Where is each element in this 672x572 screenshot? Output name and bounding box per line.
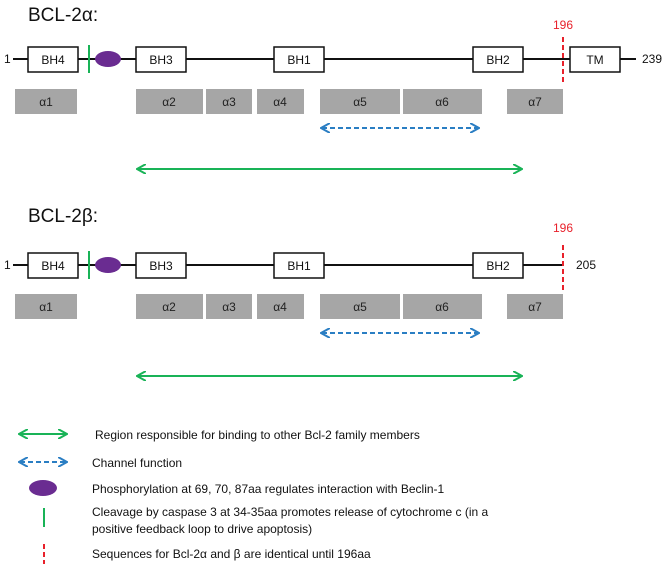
- beta-helix-1-label: α1: [39, 300, 53, 314]
- beta-domain-bh3: [135, 252, 187, 279]
- alpha-helix-2-label: α2: [162, 95, 176, 109]
- beta-domain-bh2: [472, 252, 524, 279]
- alpha-domain-bh3-label: BH3: [149, 53, 173, 67]
- beta-helix-4-label: α4: [273, 300, 287, 314]
- beta-domain-bh1-label: BH1: [287, 259, 311, 273]
- beta-end-label: 205: [576, 258, 596, 272]
- beta-helix-3-label: α3: [222, 300, 236, 314]
- legend-cleavage-text-1: Cleavage by caspase 3 at 34-35aa promote…: [92, 505, 489, 519]
- beta-helix-4: [257, 294, 304, 319]
- alpha-196-label: 196: [553, 18, 573, 32]
- legend-binding-text: Region responsible for binding to other …: [95, 428, 420, 442]
- beta-helix-6: [403, 294, 482, 319]
- alpha-helix-6: [403, 89, 482, 114]
- alpha-helix-5-label: α5: [353, 95, 367, 109]
- beta-helix-1: [15, 294, 77, 319]
- beta-domain-bh4-label: BH4: [41, 259, 65, 273]
- beta-helix-2-label: α2: [162, 300, 176, 314]
- beta-helix-6-label: α6: [435, 300, 449, 314]
- alpha-helix-4: [257, 89, 304, 114]
- beta-helix-2: [136, 294, 203, 319]
- legend-phospho-symbol: [29, 480, 57, 496]
- alpha-start-label: 1: [4, 52, 11, 66]
- beta-helix-5: [320, 294, 400, 319]
- legend-channel-text: Channel function: [92, 456, 182, 470]
- alpha-helix-4-label: α4: [273, 95, 287, 109]
- protein-beta: BCL-2β: 1 205 BH4 BH3 BH1 BH2 196 α1 α2 …: [4, 206, 596, 376]
- alpha-helix-3: [206, 89, 252, 114]
- protein-alpha: BCL-2α: 1 239 BH4 BH3 BH1 BH2 TM 196 α1 …: [4, 5, 662, 169]
- beta-domain-bh1: [273, 252, 325, 279]
- alpha-helix-1: [15, 89, 77, 114]
- alpha-helix-1-label: α1: [39, 95, 53, 109]
- alpha-domain-tm-label: TM: [586, 53, 603, 67]
- alpha-end-label: 239: [642, 52, 662, 66]
- beta-helix-3: [206, 294, 252, 319]
- alpha-domain-bh4: [27, 46, 79, 73]
- alpha-helix-2: [136, 89, 203, 114]
- alpha-helix-7: [507, 89, 563, 114]
- legend: Region responsible for binding to other …: [20, 428, 489, 564]
- beta-helix-7: [507, 294, 563, 319]
- legend-cleavage-text-2: positive feedback loop to drive apoptosi…: [92, 522, 312, 536]
- alpha-helix-5: [320, 89, 400, 114]
- alpha-helix-3-label: α3: [222, 95, 236, 109]
- alpha-domain-bh2-label: BH2: [486, 53, 510, 67]
- beta-start-label: 1: [4, 258, 11, 272]
- protein-alpha-title: BCL-2α:: [28, 5, 98, 26]
- beta-domain-bh2-label: BH2: [486, 259, 510, 273]
- alpha-domain-bh1: [273, 46, 325, 73]
- alpha-helix-6-label: α6: [435, 95, 449, 109]
- alpha-helix-7-label: α7: [528, 95, 542, 109]
- protein-beta-title: BCL-2β:: [28, 206, 98, 227]
- alpha-domain-bh4-label: BH4: [41, 53, 65, 67]
- alpha-domain-bh1-label: BH1: [287, 53, 311, 67]
- beta-domain-bh4: [27, 252, 79, 279]
- legend-identical-text: Sequences for Bcl-2α and β are identical…: [92, 547, 371, 561]
- beta-196-label: 196: [553, 221, 573, 235]
- alpha-domain-bh3: [135, 46, 187, 73]
- alpha-domain-tm: [569, 46, 621, 73]
- beta-helix-7-label: α7: [528, 300, 542, 314]
- beta-domain-bh3-label: BH3: [149, 259, 173, 273]
- alpha-phospho-mark: [95, 51, 121, 67]
- alpha-domain-bh2: [472, 46, 524, 73]
- beta-phospho-mark: [95, 257, 121, 273]
- beta-helix-5-label: α5: [353, 300, 367, 314]
- legend-phospho-text: Phosphorylation at 69, 70, 87aa regulate…: [92, 482, 445, 496]
